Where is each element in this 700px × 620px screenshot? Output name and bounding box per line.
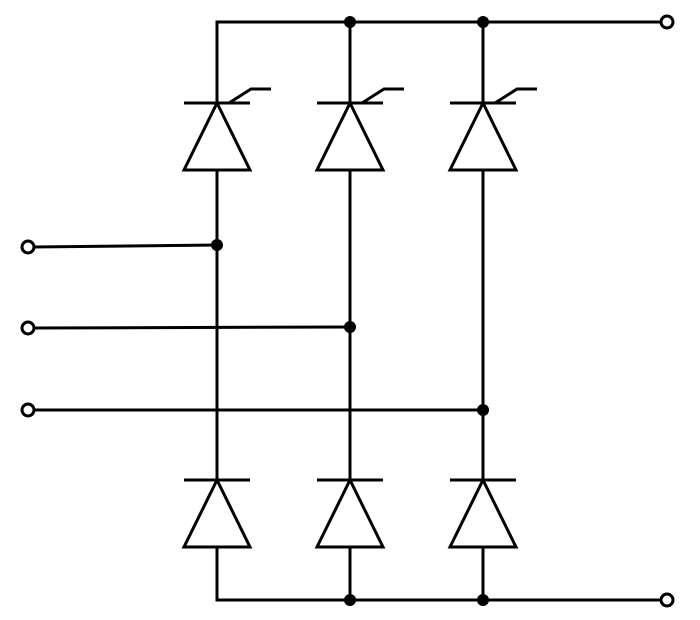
junction-phase-c: [477, 404, 489, 416]
diode-2-symbol: [314, 476, 386, 549]
dc-positive-terminal: [659, 14, 675, 30]
thyristor-3-symbol: [447, 87, 537, 172]
thyristor-2-symbol: [314, 87, 404, 172]
junction-phase-b: [344, 321, 356, 333]
thyristor-1-symbol: [181, 87, 271, 172]
phase-c-terminal: [20, 402, 36, 418]
junction-top-leg-2: [344, 16, 356, 28]
diode-1-symbol: [181, 476, 253, 549]
junction-top-leg-3: [477, 16, 489, 28]
phase-b-terminal: [20, 320, 36, 336]
junction-phase-a: [211, 239, 223, 251]
phase-a-line: [32, 243, 219, 249]
phase-a-terminal: [20, 239, 36, 255]
dc-negative-terminal: [659, 592, 675, 608]
junction-bottom-leg-3: [477, 594, 489, 606]
phase-b-line: [32, 325, 352, 330]
junction-bottom-leg-2: [344, 594, 356, 606]
diode-3-symbol: [447, 476, 519, 549]
